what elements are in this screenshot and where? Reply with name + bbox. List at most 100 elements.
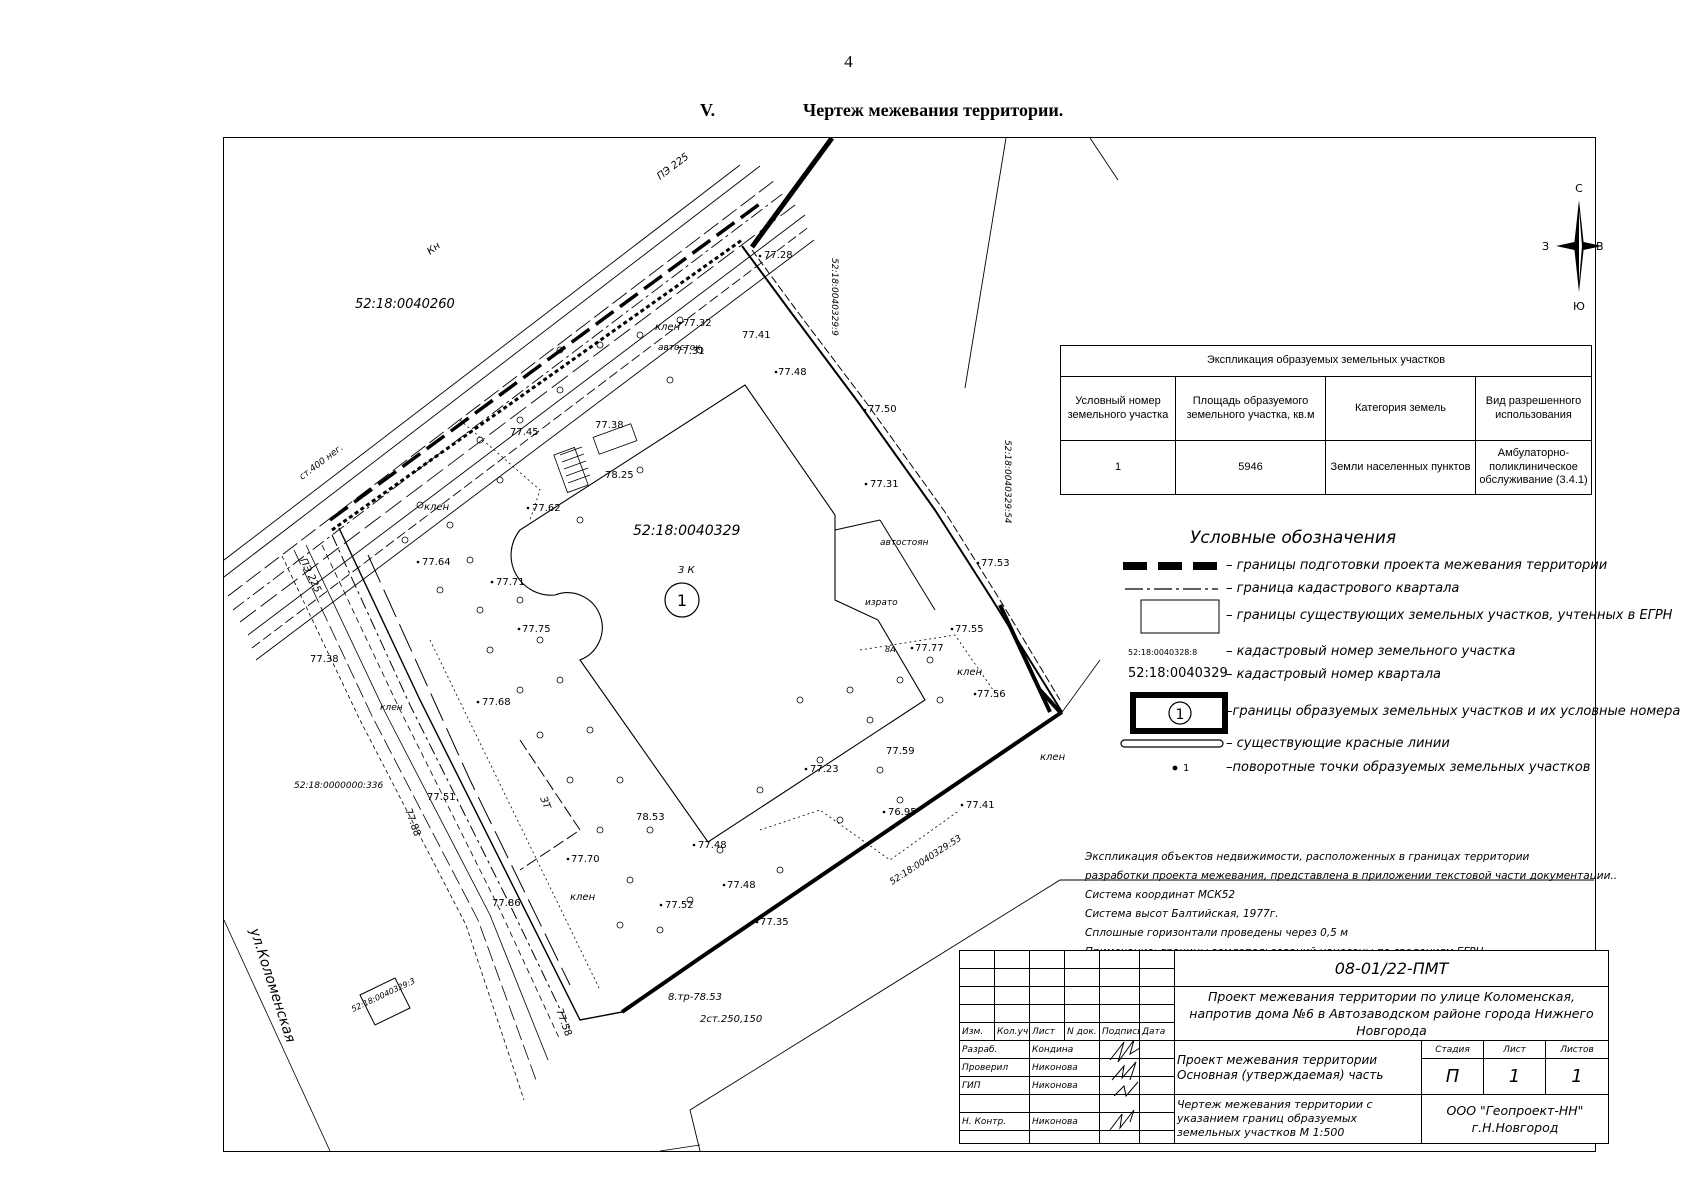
compass-n: С [1575,182,1583,195]
svg-text:77.41: 77.41 [966,800,995,811]
svg-text:77.56: 77.56 [977,689,1006,700]
signature [1099,1076,1140,1095]
label-avtostok: автосток [658,343,701,353]
label-quarter-west: 52:18:0000000:336 [294,781,384,791]
stamp-header: Подпись [1099,1022,1140,1041]
legend-item: – существующие красные линии [1226,736,1450,751]
svg-text:77.45: 77.45 [510,427,539,438]
svg-text:52:18:0040328:8: 52:18:0040328:8 [1128,648,1197,657]
svg-text:77.32: 77.32 [683,318,712,329]
stamp-header: Лист [1029,1022,1065,1041]
svg-text:77.86: 77.86 [492,898,521,909]
svg-text:77.64: 77.64 [422,557,451,568]
svg-text:77.53: 77.53 [981,558,1010,569]
legend-item: –границы образуемых земельных участков и… [1226,704,1681,719]
label-pipe-2: 2ст.250,150 [700,1014,762,1025]
svg-text:77.50: 77.50 [868,404,897,415]
elevation-dots [416,254,980,924]
stamp-role: Н. Контр. [959,1112,1030,1131]
parcel-sw-outline [359,977,411,1026]
svg-text:1: 1 [1183,763,1189,774]
explication-header: Площадь образуемого земельного участка, … [1175,376,1326,441]
drawing-code: 08-01/22-ПМТ [1174,950,1609,987]
legend-symbols: 1 1 52:18:0040328:8 52:18:0040329 [1120,562,1228,774]
compass-rose: С Ю З В [1542,182,1604,313]
parcel-boundary-ne [741,245,1063,713]
label-avtostoyan: автостоян [880,538,929,548]
section-title: Чертеж межевания территории. [803,100,1064,120]
legend-item: –поворотные точки образуемых земельных у… [1226,760,1591,775]
document-part: Проект межевания территории Основная (ут… [1174,1040,1422,1095]
legend-item: – границы подготовки проекта межевания т… [1226,558,1608,573]
sheets-value: 1 [1545,1058,1609,1095]
label-izrato: израто [865,598,898,608]
elevation-marks: 77.28 77.32 77.31 77.41 77.48 77.50 77.3… [310,250,1010,1038]
svg-text:77.38: 77.38 [595,420,624,431]
label-quarter-main: 52:18:0040329 [633,523,741,539]
explication-cell: Земли населенных пунктов [1325,440,1476,495]
stamp-name: Кондина [1029,1040,1100,1059]
compass-s: Ю [1573,300,1585,313]
project-name: Проект межевания территории по улице Кол… [1174,986,1609,1041]
svg-text:77.48: 77.48 [727,880,756,891]
stamp-role: Разраб. [959,1040,1030,1059]
svg-text:77.77: 77.77 [915,643,944,654]
label-klen-6: клен [380,703,403,713]
stamp-header: Кол.уч [994,1022,1030,1041]
title-block: 08-01/22-ПМТ Проект межевания территории… [959,950,1609,1144]
label-pe-2: ПЭ 225 [297,557,323,595]
stairs [553,423,638,494]
signature [1099,1112,1140,1131]
svg-text:77.48: 77.48 [778,367,807,378]
label-pipe-1: ст.400 нег. [298,443,346,482]
label-3k: 3 К [678,565,696,576]
svg-text:77.51: 77.51 [427,792,456,803]
label-klen-5: клен [655,322,681,333]
drawing-frame [223,137,1596,1152]
sheet-value: 1 [1483,1058,1546,1095]
svg-text:77.58: 77.58 [553,1007,573,1038]
svg-text:76.95: 76.95 [888,807,917,818]
note-line: Система координат МСК52 [1085,889,1236,901]
svg-text:77.35: 77.35 [760,917,789,928]
note-line: Экспликация объектов недвижимости, распо… [1085,851,1530,863]
building-outline [510,384,926,843]
legend-item: – граница кадастрового квартала [1226,581,1460,596]
label-pe-1: ПЭ 225 [655,151,691,182]
svg-text:77.41: 77.41 [742,330,771,341]
stamp-header: N док. [1064,1022,1100,1041]
explication-header: Условный номер земельного участка [1060,376,1176,441]
legend-item: – кадастровый номер земельного участка [1226,644,1516,659]
label-3t: ЗТ [537,795,552,812]
svg-text:77.28: 77.28 [764,250,793,261]
label-pipe-3: 8.тр-78.53 [668,992,722,1003]
svg-text:77.75: 77.75 [522,624,551,635]
trees [401,316,944,934]
project-boundary-nw [328,198,767,522]
legend-item: – границы существующих земельных участко… [1226,608,1673,623]
note-line: Система высот Балтийская, 1977г. [1085,908,1279,920]
stamp-name: Никонова [1029,1076,1100,1095]
signature [1099,1058,1140,1077]
stage-value: П [1421,1058,1484,1095]
stamp-role: Проверил [959,1058,1030,1077]
label-klen-4: клен [570,892,596,903]
legend-item: – кадастровый номер квартала [1226,667,1442,682]
label-kn: Кн [425,240,443,257]
svg-text:77.48: 77.48 [698,840,727,851]
svg-text:78.25: 78.25 [605,470,634,481]
label-klen-2: клен [957,667,983,678]
legend-title: Условные обозначения [1190,528,1397,548]
stage-label: Стадия [1421,1040,1484,1059]
organization: ООО "Геопроект-НН" г.Н.Новгород [1421,1094,1609,1144]
svg-text:77.71: 77.71 [496,577,525,588]
label-parcel-ne-2: 52:18:0040329:54 [1002,440,1012,524]
compass-e: В [1596,240,1604,253]
stamp-header: Дата [1139,1022,1175,1041]
page-number: 4 [844,52,853,71]
label-parcel-ne-1: 52:18:0040329:9 [829,258,839,336]
label-klen-1: клен [424,502,450,513]
explication-cell: 1 [1060,440,1176,495]
svg-text:77.23: 77.23 [810,764,839,775]
